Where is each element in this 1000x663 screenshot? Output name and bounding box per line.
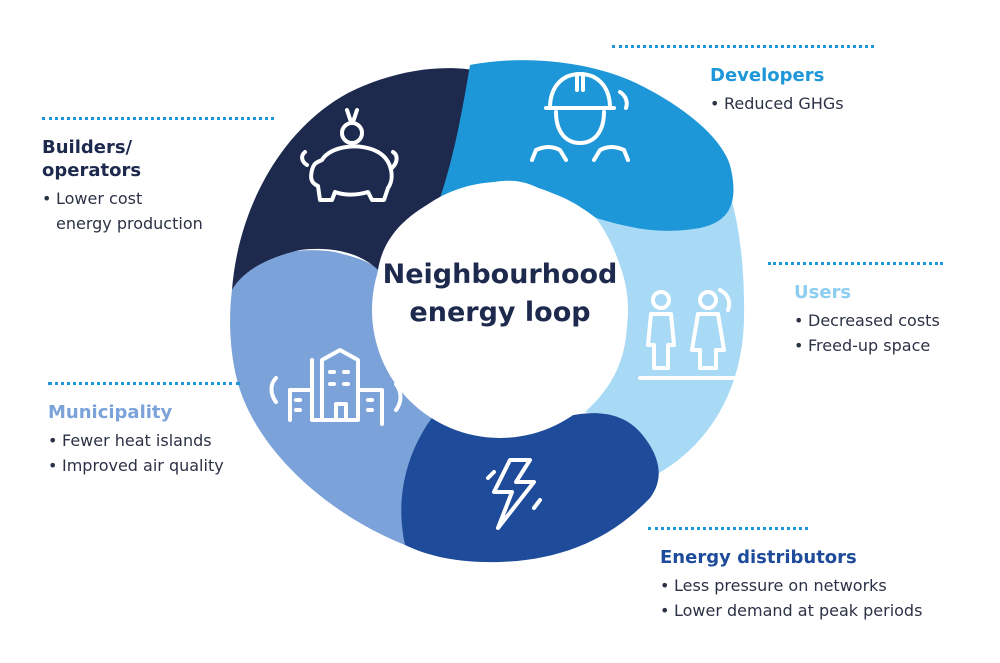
benefit-item: Decreased costs [794,308,943,333]
label-title-line2: operators [42,160,142,181]
piggy-bank-icon [300,108,399,202]
label-municipality: Municipality Fewer heat islands Improved… [48,382,240,478]
benefit-item: Fewer heat islands [48,428,240,453]
lightning-bolt-icon [486,458,542,530]
label-title: Users [794,282,852,303]
dotted-divider [48,382,240,385]
segment-developers [440,60,734,231]
benefit-list: Decreased costs Freed-up space [794,308,943,358]
benefit-item-line2: energy production [56,214,203,233]
center-title: Neighbourhood energy loop [360,256,640,332]
benefit-list: Fewer heat islands Improved air quality [48,428,240,478]
segment-municipality [230,250,438,545]
label-title: Builders/ operators [42,136,274,182]
benefit-item: Lower demand at peak periods [660,598,922,623]
label-users: Users Decreased costs Freed-up space [768,262,943,358]
label-developers: Developers Reduced GHGs [612,45,874,116]
dotted-divider [42,117,274,120]
people-icon [638,288,737,380]
benefit-list: Reduced GHGs [710,91,874,116]
benefit-item: Freed-up space [794,333,943,358]
segment-builders [232,68,485,290]
benefit-item: Improved air quality [48,453,240,478]
benefit-list: Lower cost energy production [42,186,274,236]
label-title: Developers [710,65,825,86]
dotted-divider [648,527,808,530]
segment-users [585,158,745,478]
label-builders: Builders/ operators Lower cost energy pr… [42,117,274,236]
center-title-line2: energy loop [409,297,591,328]
benefit-item-line1: Lower cost [56,189,143,208]
label-title-line1: Builders/ [42,137,133,158]
benefit-item: Less pressure on networks [660,573,887,598]
center-circle [372,182,628,438]
center-title-line1: Neighbourhood [382,259,618,290]
label-title: Energy distributors [660,547,857,568]
benefit-item: Reduced GHGs [710,91,874,116]
buildings-icon [269,348,403,426]
benefit-list: Less pressure on networks Lower demand a… [660,573,922,623]
dotted-divider [612,45,874,48]
label-title: Municipality [48,402,173,423]
construction-worker-icon [530,72,630,162]
benefit-item: Lower cost energy production [42,186,274,236]
label-distributors: Energy distributors Less pressure on net… [648,527,922,623]
dotted-divider [768,262,943,265]
